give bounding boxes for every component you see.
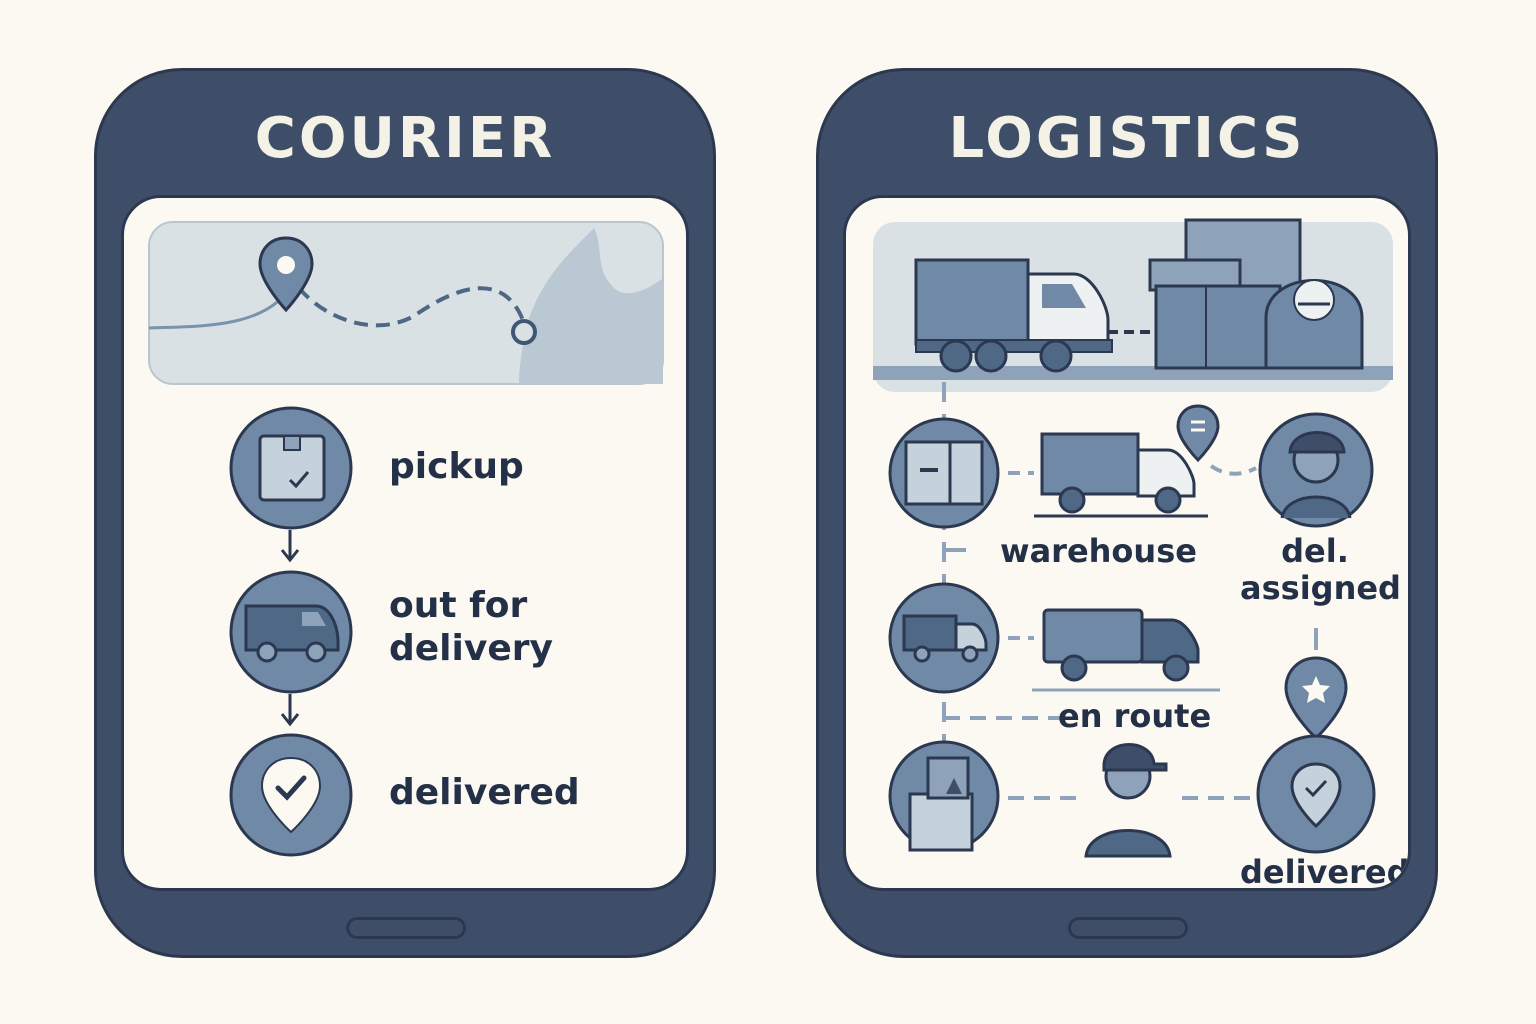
logistics-screen: warehouse del. assigned en route deliver… xyxy=(843,195,1411,891)
package-icon xyxy=(229,406,353,530)
label-en-route: en route xyxy=(1058,697,1212,735)
connector-line xyxy=(1209,464,1257,476)
courier-screen: pickup out for delivery delivered xyxy=(121,195,689,891)
courier-avatar-icon xyxy=(1258,412,1374,528)
delivery-truck-icon xyxy=(1034,432,1208,518)
truck-icon xyxy=(914,258,1113,373)
box-truck-icon xyxy=(888,582,1000,694)
logistics-phone: LOGISTICS xyxy=(816,68,1438,958)
step-label-pickup: pickup xyxy=(389,446,524,487)
route-map xyxy=(148,221,664,385)
label-warehouse: warehouse xyxy=(1000,532,1197,570)
step-label-delivered: delivered xyxy=(389,772,580,813)
warehouse-boxes-icon xyxy=(1148,218,1364,370)
label-del-assigned: del. assigned xyxy=(1240,532,1401,607)
check-pin-icon xyxy=(1256,734,1376,854)
step-label-out-for-delivery: out for delivery xyxy=(389,585,553,669)
home-button[interactable] xyxy=(346,917,466,939)
shopping-bag-icon xyxy=(888,740,1000,852)
logistics-graphics xyxy=(873,218,1393,858)
destination-marker-icon xyxy=(511,319,537,345)
check-pin-icon xyxy=(229,733,353,857)
logistics-title: LOGISTICS xyxy=(948,106,1306,171)
courier-title: COURIER xyxy=(254,106,556,171)
arrow-down-icon xyxy=(280,694,300,727)
location-pin-icon xyxy=(1176,404,1220,463)
courier-phone: COURIER xyxy=(94,68,716,958)
home-button[interactable] xyxy=(1068,917,1188,939)
flatbed-truck-icon xyxy=(1032,608,1220,692)
star-pin-icon xyxy=(1284,656,1348,741)
courier-person-icon xyxy=(1084,743,1172,858)
warehouse-shelf-icon xyxy=(888,417,1000,529)
arrow-down-icon xyxy=(280,530,300,563)
courier-graphics xyxy=(148,221,664,857)
location-pin-icon xyxy=(258,236,314,313)
label-delivered: delivered xyxy=(1240,853,1410,891)
van-icon xyxy=(229,570,353,694)
